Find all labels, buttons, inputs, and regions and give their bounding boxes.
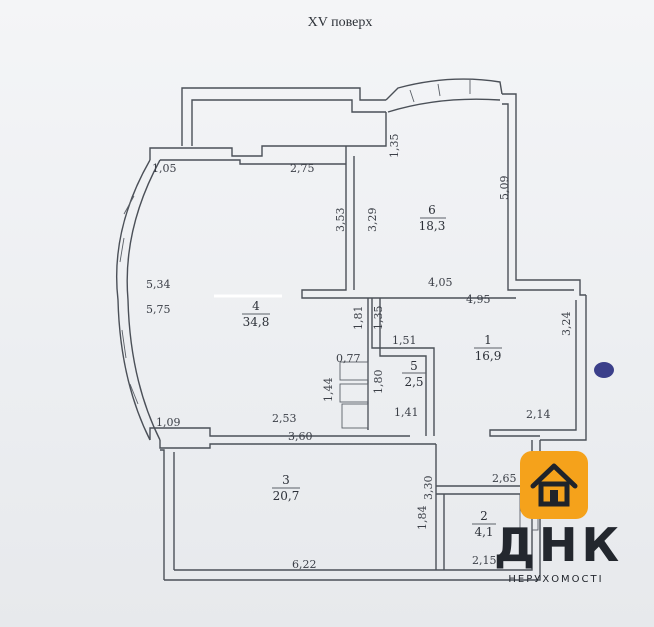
room-number: 6 [428, 203, 436, 217]
room-number: 2 [480, 509, 488, 523]
room-6-label: 6 18,3 [419, 203, 446, 233]
dim-label: 1,44 [322, 378, 335, 403]
dim-label: 3,29 [366, 208, 379, 233]
room-5-label: 5 2,5 [402, 359, 426, 389]
dim-label: 1,05 [152, 162, 177, 175]
brand-subtitle: НЕРУХОМОСТІ [508, 574, 604, 585]
room-area: 16,9 [475, 349, 502, 363]
room-area: 4,1 [474, 525, 493, 539]
dim-label: 2,53 [272, 412, 297, 425]
dim-label: 6,22 [292, 558, 317, 571]
dim-label: 1,81 [352, 306, 365, 331]
dim-label: 4,95 [466, 293, 491, 306]
dim-label: 1,84 [416, 506, 429, 531]
dim-label: 5,09 [498, 176, 511, 201]
room-4-label: 4 34,8 [242, 299, 270, 329]
dim-label: 4,05 [428, 276, 453, 289]
dim-label: 1,35 [388, 134, 401, 159]
dim-label: 2,14 [526, 408, 551, 421]
dim-label: 2,75 [290, 162, 315, 175]
brand-name: ДНК [494, 518, 624, 572]
floor-title: XV поверх [308, 15, 373, 30]
dim-label: 1,09 [156, 416, 181, 429]
dim-label: 5,34 [146, 278, 171, 291]
room-1-label: 1 16,9 [474, 333, 502, 363]
dim-label: 5,75 [146, 303, 171, 316]
room-2-label: 2 4,1 [472, 509, 496, 539]
dim-label: 1,35 [372, 306, 385, 331]
room-area: 20,7 [273, 489, 300, 503]
dim-label: 1,80 [372, 370, 385, 395]
room-area: 2,5 [404, 375, 423, 389]
dim-label: 3,30 [422, 476, 435, 501]
room-area: 18,3 [419, 219, 446, 233]
room-number: 3 [282, 473, 290, 487]
dim-label: 2,15 [472, 554, 497, 567]
ink-stamp-mark [594, 362, 614, 378]
dim-label: 0,77 [336, 352, 361, 365]
room-3-label: 3 20,7 [272, 473, 300, 503]
dim-label: 1,51 [392, 334, 417, 347]
house-icon [520, 451, 588, 519]
room-area: 34,8 [243, 315, 270, 329]
dimension-labels: 1,05 2,75 1,35 5,09 3,53 3,29 5,34 4,05 … [146, 134, 573, 572]
room-number: 1 [484, 333, 492, 347]
dim-label: 3,60 [288, 430, 313, 443]
dim-label: 2,65 [492, 472, 517, 485]
dim-label: 3,53 [334, 208, 347, 233]
room-number: 5 [410, 359, 418, 373]
room-number: 4 [252, 299, 260, 313]
dim-label: 3,24 [560, 312, 573, 337]
dim-label: 1,41 [394, 406, 419, 419]
